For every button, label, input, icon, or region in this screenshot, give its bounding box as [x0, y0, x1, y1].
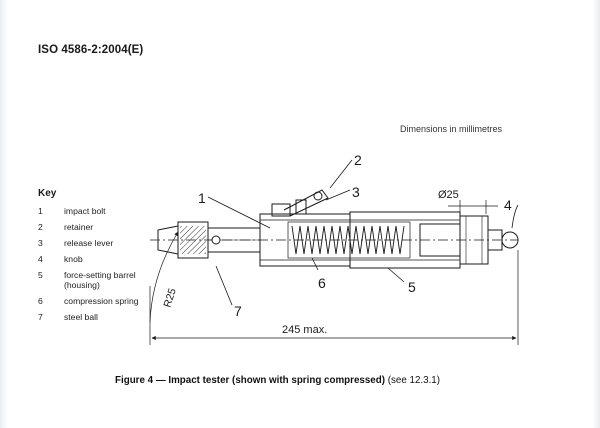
- key-item-number: 7: [38, 312, 43, 322]
- leader-7: [215, 265, 233, 306]
- page-edge-left: [0, 0, 8, 428]
- key-item: 1 impact bolt: [38, 206, 148, 216]
- impact-bolt: [157, 221, 261, 259]
- key-item: 7 steel ball: [38, 312, 148, 322]
- steel-ball: [211, 235, 221, 245]
- page-edge-right: [592, 0, 600, 428]
- diameter-label: Ø25: [438, 189, 459, 201]
- key-item-label: knob: [64, 254, 83, 264]
- key-title: Key: [38, 188, 57, 199]
- key-item-number: 3: [38, 238, 43, 248]
- key-item: 2 retainer: [38, 222, 148, 232]
- key-item-label: retainer: [64, 222, 94, 232]
- callout-1: 1: [198, 190, 206, 206]
- knob-assembly: [419, 215, 503, 265]
- key-item: 6 compression spring: [38, 296, 148, 306]
- compression-spring: [291, 225, 405, 255]
- callout-3: 3: [352, 184, 360, 200]
- leader-4: [511, 204, 519, 229]
- radius-arc: [149, 231, 179, 323]
- key-item-number: 5: [38, 270, 43, 280]
- key-item-label: force-setting barrel (housing): [64, 270, 136, 290]
- callout-4: 4: [504, 197, 512, 213]
- callout-7: 7: [234, 303, 242, 319]
- figure-caption: Figure 4 — Impact tester (shown with spr…: [115, 375, 440, 386]
- key-item-label: compression spring: [64, 296, 139, 306]
- key-item-number: 2: [38, 222, 43, 232]
- key-item-number: 6: [38, 296, 43, 306]
- callout-2: 2: [354, 152, 362, 168]
- key-item: 5 force-setting barrel (housing): [38, 270, 148, 290]
- key-item-label: impact bolt: [64, 206, 106, 216]
- release-lever: [271, 189, 329, 217]
- radius-label: R25: [161, 287, 178, 309]
- knob: [501, 231, 519, 249]
- key-item-label: release lever: [64, 238, 114, 248]
- leader-1: [207, 196, 271, 229]
- leader-3: [325, 189, 351, 201]
- callout-5: 5: [408, 279, 416, 295]
- callout-6: 6: [318, 275, 326, 291]
- leader-5: [387, 267, 405, 283]
- length-dimension: [149, 250, 519, 345]
- caption-reference: (see 12.3.1): [385, 375, 441, 386]
- leader-6: [311, 257, 319, 271]
- key-item-number: 1: [38, 206, 43, 216]
- standard-header: ISO 4586-2:2004(E): [38, 44, 144, 56]
- key-item-number: 4: [38, 254, 43, 264]
- key-item-label: steel ball: [64, 312, 98, 322]
- key-list: 1 impact bolt 2 retainer 3 release lever…: [38, 206, 148, 328]
- key-item: 4 knob: [38, 254, 148, 264]
- key-item: 3 release lever: [38, 238, 148, 248]
- leader-2: [329, 159, 353, 189]
- caption-title: Figure 4 — Impact tester (shown with spr…: [115, 375, 386, 386]
- diameter-dimension: [448, 200, 498, 214]
- length-label: 245 max.: [282, 324, 327, 336]
- dimensions-note: Dimensions in millimetres: [400, 124, 503, 134]
